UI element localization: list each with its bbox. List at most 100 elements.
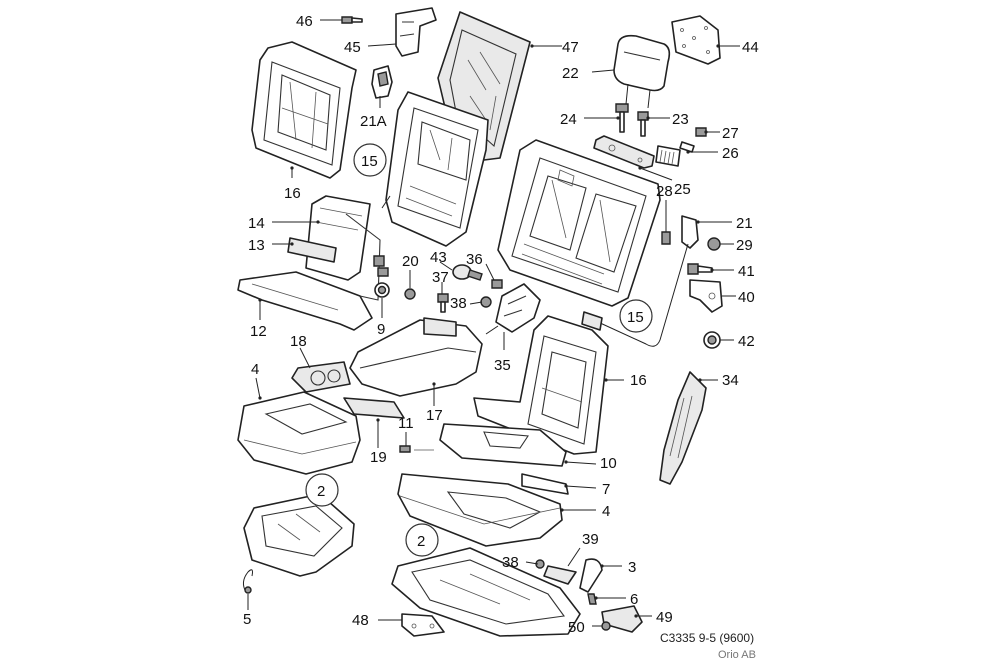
label-4-right: 4 <box>602 503 610 520</box>
label-20: 20 <box>402 253 419 270</box>
copyright-company: Orio AB <box>718 649 756 661</box>
ref-circle-2-right <box>405 523 439 557</box>
label-46: 46 <box>296 13 313 30</box>
part-18-cupholder-tray <box>291 361 351 393</box>
part-22-headrest <box>613 34 671 109</box>
part-35-latch-bracket <box>485 283 541 335</box>
label-50: 50 <box>568 619 585 636</box>
label-5: 5 <box>243 611 251 628</box>
label-9: 9 <box>377 321 385 338</box>
part-10-mat <box>439 423 567 467</box>
label-3: 3 <box>628 559 636 576</box>
part-24-guide-pin <box>615 103 629 133</box>
label-36: 36 <box>466 251 483 268</box>
part-42-cap <box>703 331 721 349</box>
part-50-nut <box>601 621 611 631</box>
ref-circle-2-left <box>305 473 339 507</box>
part-39-bracket <box>543 565 577 585</box>
part-41-bolt <box>687 263 713 275</box>
part-19-pad <box>343 397 405 419</box>
label-38-upper: 38 <box>450 295 467 312</box>
label-45: 45 <box>344 39 361 56</box>
label-18: 18 <box>290 333 307 350</box>
part-4-seat-cushion-right <box>397 473 563 547</box>
part-16-backrest-cushion-left <box>251 41 357 179</box>
label-34: 34 <box>722 372 739 389</box>
label-26: 26 <box>722 145 739 162</box>
label-25: 25 <box>674 181 691 198</box>
label-29: 29 <box>736 237 753 254</box>
label-12: 12 <box>250 323 267 340</box>
label-4-left: 4 <box>251 361 259 378</box>
label-16-top: 16 <box>284 185 301 202</box>
part-44-plate <box>671 15 721 65</box>
label-27: 27 <box>722 125 739 142</box>
label-10: 10 <box>600 455 617 472</box>
part-37-screw <box>437 293 449 313</box>
part-26-strip <box>655 141 695 167</box>
part-28-screw <box>661 231 671 245</box>
part-6-clip <box>587 593 597 605</box>
ref-circle-15-left <box>353 143 387 177</box>
label-14: 14 <box>248 215 265 232</box>
part-25-latch-strip <box>593 135 655 169</box>
part-15-backrest-frame-left <box>385 91 489 247</box>
part-21A-latch <box>371 65 393 99</box>
part-7-pad <box>521 473 569 495</box>
label-2-left: 2 <box>317 483 325 500</box>
label-42: 42 <box>738 333 755 350</box>
label-41: 41 <box>738 263 755 280</box>
label-16-right: 16 <box>630 372 647 389</box>
part-2-seat-frame-left <box>243 493 355 577</box>
label-28: 28 <box>656 183 673 200</box>
part-armrest-hinge-screws <box>373 255 389 277</box>
part-29-nut <box>707 237 721 251</box>
part-5-wire <box>242 569 253 594</box>
part-17-centre-armrest <box>349 317 483 397</box>
label-21: 21 <box>736 215 753 232</box>
label-21A: 21A <box>360 113 387 130</box>
label-40: 40 <box>738 289 755 306</box>
label-7: 7 <box>602 481 610 498</box>
part-38-nut-upper <box>480 296 492 308</box>
part-34-side-bolster <box>659 371 707 485</box>
part-13-pad <box>287 237 337 263</box>
label-19: 19 <box>370 449 387 466</box>
part-43-bushing <box>452 264 483 281</box>
diagram-code: C3335 9-5 (9600) <box>660 631 754 645</box>
label-17: 17 <box>426 407 443 424</box>
part-46-screw <box>341 16 363 24</box>
part-2-seat-frame-right <box>391 547 581 637</box>
part-27-screw <box>695 127 707 137</box>
part-23-guide-pin <box>637 111 649 137</box>
label-43: 43 <box>430 249 447 266</box>
leader-lines <box>247 19 740 627</box>
label-11: 11 <box>398 415 414 432</box>
label-39: 39 <box>582 531 599 548</box>
label-37: 37 <box>432 269 449 286</box>
label-44: 44 <box>742 39 759 56</box>
part-9-cap <box>374 282 390 298</box>
part-11-clip <box>399 445 434 453</box>
label-22: 22 <box>562 65 579 82</box>
label-47: 47 <box>562 39 579 56</box>
part-14-armrest-cushion <box>305 195 371 281</box>
part-36-screw <box>491 279 503 289</box>
label-48: 48 <box>352 612 369 629</box>
label-23: 23 <box>672 111 689 128</box>
label-2-right: 2 <box>417 533 425 550</box>
part-3-handle <box>579 558 603 593</box>
part-48-bracket <box>401 613 445 637</box>
part-21-hinge-cable <box>581 215 699 347</box>
label-15-left: 15 <box>361 153 378 170</box>
label-24: 24 <box>560 111 577 128</box>
part-12-armrest-frame <box>237 213 381 331</box>
label-49: 49 <box>656 609 673 626</box>
label-38-lower: 38 <box>502 554 519 571</box>
part-4-seat-cushion-left <box>237 391 361 475</box>
part-40-bracket <box>689 279 723 313</box>
part-15-backrest-frame-right <box>497 139 661 307</box>
label-35: 35 <box>494 357 511 374</box>
label-6: 6 <box>630 591 638 608</box>
